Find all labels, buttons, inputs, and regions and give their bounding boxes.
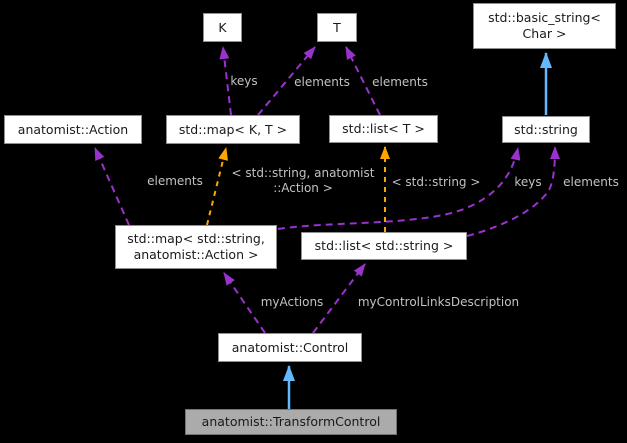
edge-keys-map2-to-string: [277, 147, 521, 230]
edge-elements-list2-to-string: [466, 146, 560, 237]
edge-elements-map-to-t: [257, 46, 316, 116]
edge-myactions-control-to-map2: [223, 272, 266, 334]
node-label: std::map< K, T >: [178, 121, 288, 137]
node-anatomist-control[interactable]: anatomist::Control: [218, 333, 362, 362]
node-std-basic-string[interactable]: std::basic_string< Char >: [473, 3, 616, 49]
node-label: std::list< T >: [342, 121, 425, 136]
node-label: anatomist::TransformControl: [201, 414, 381, 429]
node-label: anatomist::Control: [231, 339, 349, 355]
node-std-list-t[interactable]: std::list< T >: [329, 115, 438, 143]
edge-template-map2-to-mapkt: [206, 147, 228, 226]
node-label: std::basic_string< Char >: [488, 10, 601, 41]
node-template-param-k[interactable]: K: [203, 13, 242, 42]
node-label: anatomist::Action: [17, 121, 129, 137]
node-std-map-string-action[interactable]: std::map< std::string, anatomist::Action…: [115, 225, 277, 269]
node-std-string[interactable]: std::string: [502, 116, 590, 143]
node-std-list-string[interactable]: std::list< std::string >: [301, 232, 467, 260]
node-template-param-t[interactable]: T: [317, 13, 357, 42]
node-label: T: [333, 19, 341, 35]
node-label: std::list< std::string >: [314, 238, 454, 253]
node-label: std::string: [514, 121, 578, 137]
edge-elements-map2-to-action: [94, 147, 130, 226]
node-anatomist-transformcontrol: anatomist::TransformControl: [185, 409, 397, 435]
node-anatomist-action[interactable]: anatomist::Action: [4, 115, 142, 144]
node-std-map-k-t[interactable]: std::map< K, T >: [166, 115, 300, 144]
edge-mycontrollinks-control-to-list2: [312, 263, 366, 334]
node-label: K: [218, 19, 227, 35]
edge-elements-list-to-t: [345, 46, 381, 116]
edge-keys-map-to-k: [219, 46, 232, 116]
node-label: std::map< std::string, anatomist::Action…: [127, 231, 265, 262]
